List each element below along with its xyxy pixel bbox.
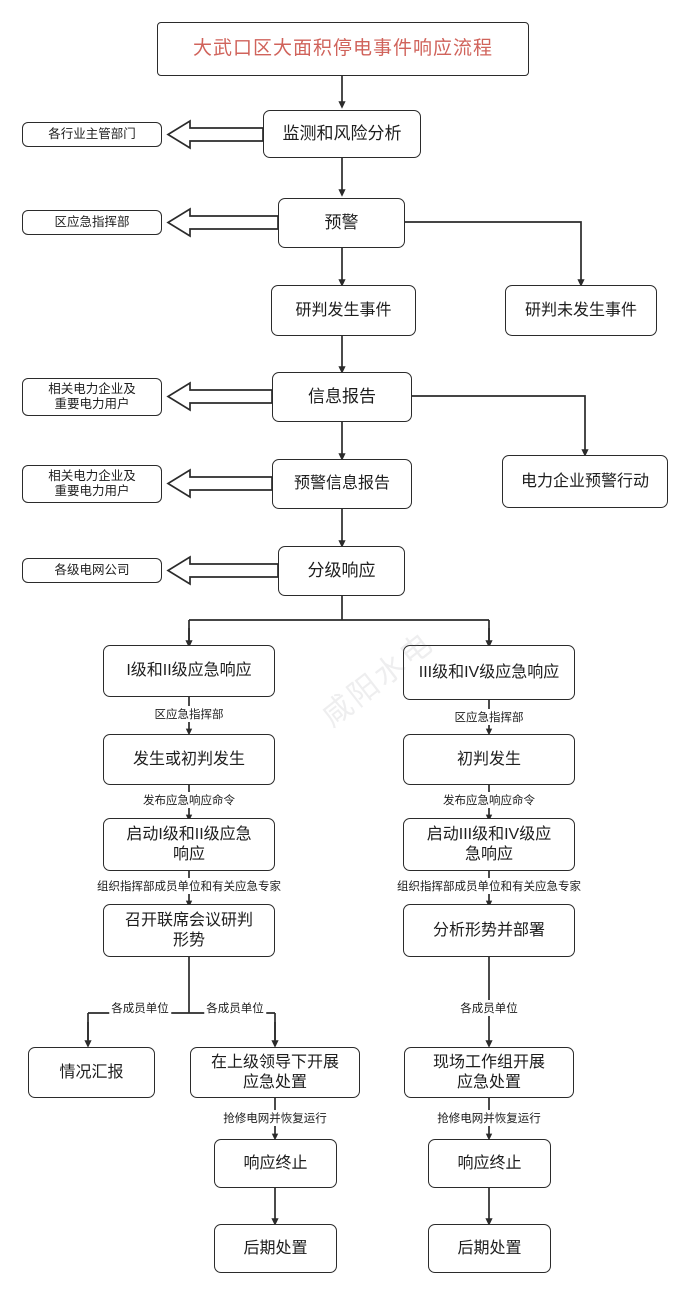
node-aftermath-right[interactable]: 后期处置	[428, 1224, 551, 1273]
node-aftermath-left[interactable]: 后期处置	[214, 1224, 337, 1273]
node-judge-not-occurred[interactable]: 研判未发生事件	[505, 285, 657, 336]
edge-label-issue-order-right: 发布应急响应命令	[441, 792, 537, 808]
node-start-level12-response[interactable]: 启动I级和II级应急 响应	[103, 818, 275, 871]
edge-label-member-units-b: 各成员单位	[204, 1000, 266, 1016]
node-level12-response[interactable]: I级和II级应急响应	[103, 645, 275, 697]
node-occurred-or-prejudged[interactable]: 发生或初判发生	[103, 734, 275, 785]
edge-label-member-units-c: 各成员单位	[458, 1000, 520, 1016]
edge-label-member-units-a: 各成员单位	[109, 1000, 171, 1016]
tag-district-command[interactable]: 区应急指挥部	[22, 210, 162, 235]
tag-power-users-2[interactable]: 相关电力企业及 重要电力用户	[22, 465, 162, 503]
node-graded-response[interactable]: 分级响应	[278, 546, 405, 596]
node-joint-meeting[interactable]: 召开联席会议研判 形势	[103, 904, 275, 957]
edge-label-organize-experts-right: 组织指挥部成员单位和有关应急专家	[395, 878, 583, 894]
node-response-end-right[interactable]: 响应终止	[428, 1139, 551, 1188]
node-handle-under-leadership[interactable]: 在上级领导下开展 应急处置	[190, 1047, 360, 1098]
edge-label-district-command-left: 区应急指挥部	[152, 706, 226, 722]
node-info-report[interactable]: 信息报告	[272, 372, 412, 422]
node-response-end-left[interactable]: 响应终止	[214, 1139, 337, 1188]
tag-industry-departments[interactable]: 各行业主管部门	[22, 122, 162, 147]
tag-grid-companies[interactable]: 各级电网公司	[22, 558, 162, 583]
node-prejudged-occurred[interactable]: 初判发生	[403, 734, 575, 785]
node-judge-occurred[interactable]: 研判发生事件	[271, 285, 416, 336]
node-title: 大武口区大面积停电事件响应流程	[157, 22, 529, 76]
node-analyze-and-deploy[interactable]: 分析形势并部署	[403, 904, 575, 957]
node-start-level34-response[interactable]: 启动III级和IV级应 急响应	[403, 818, 575, 871]
node-level34-response[interactable]: III级和IV级应急响应	[403, 645, 575, 700]
edge-label-repair-grid-right: 抢修电网并恢复运行	[435, 1110, 543, 1126]
edge-label-repair-grid-left: 抢修电网并恢复运行	[221, 1110, 329, 1126]
node-monitor-risk-analysis[interactable]: 监测和风险分析	[263, 110, 421, 158]
node-warning[interactable]: 预警	[278, 198, 405, 248]
node-situation-report[interactable]: 情况汇报	[28, 1047, 155, 1098]
node-onsite-workgroup[interactable]: 现场工作组开展 应急处置	[404, 1047, 574, 1098]
edge-label-district-command-right: 区应急指挥部	[452, 709, 526, 725]
node-power-enterprise-warning-action[interactable]: 电力企业预警行动	[502, 455, 668, 508]
edge-label-issue-order-left: 发布应急响应命令	[141, 792, 237, 808]
edge-label-organize-experts-left: 组织指挥部成员单位和有关应急专家	[95, 878, 283, 894]
node-warning-info-report[interactable]: 预警信息报告	[272, 459, 412, 509]
tag-power-users-1[interactable]: 相关电力企业及 重要电力用户	[22, 378, 162, 416]
